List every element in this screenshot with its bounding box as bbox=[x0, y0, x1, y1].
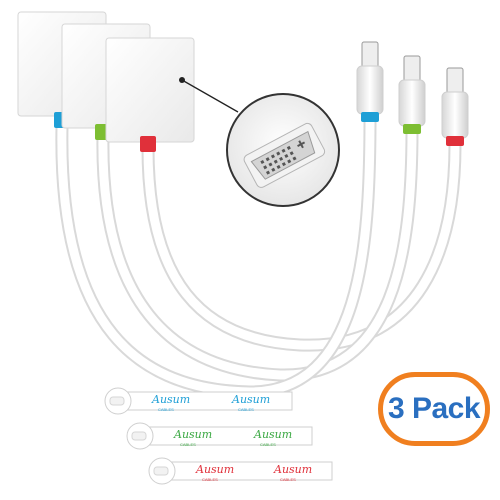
svg-text:Ausum: Ausum bbox=[273, 463, 312, 476]
tie-logo: Ausum bbox=[195, 463, 234, 476]
svg-text:Ausum: Ausum bbox=[253, 428, 292, 441]
svg-text:Ausum: Ausum bbox=[231, 393, 270, 406]
cable-tie-1: Ausum CABLES Ausum CABLES bbox=[104, 387, 293, 415]
svg-text:CABLES: CABLES bbox=[280, 477, 296, 482]
svg-text:CABLES: CABLES bbox=[180, 442, 196, 447]
svg-text:CABLES: CABLES bbox=[202, 477, 218, 482]
tie-logo: Ausum bbox=[173, 428, 212, 441]
plug-blue bbox=[356, 41, 384, 122]
mini-displayport-plug-icon bbox=[361, 41, 379, 69]
cable-tie-2: Ausum CABLES Ausum CABLES bbox=[126, 422, 313, 450]
svg-text:CABLES: CABLES bbox=[158, 407, 174, 412]
plug-green bbox=[398, 55, 426, 134]
dvi-port-icon bbox=[243, 122, 326, 188]
pack-count-text: 3 Pack bbox=[387, 392, 481, 425]
cable-tie-3: Ausum CABLES Ausum CABLES bbox=[148, 457, 333, 485]
plug-red bbox=[441, 67, 469, 146]
svg-text:CABLES: CABLES bbox=[238, 407, 254, 412]
callout-line bbox=[179, 77, 239, 113]
tie-logo: Ausum bbox=[151, 393, 190, 406]
adapter-red bbox=[105, 37, 195, 152]
zoom-inset bbox=[226, 93, 340, 207]
svg-text:CABLES: CABLES bbox=[260, 442, 276, 447]
pack-count-badge: 3 Pack bbox=[378, 372, 490, 446]
